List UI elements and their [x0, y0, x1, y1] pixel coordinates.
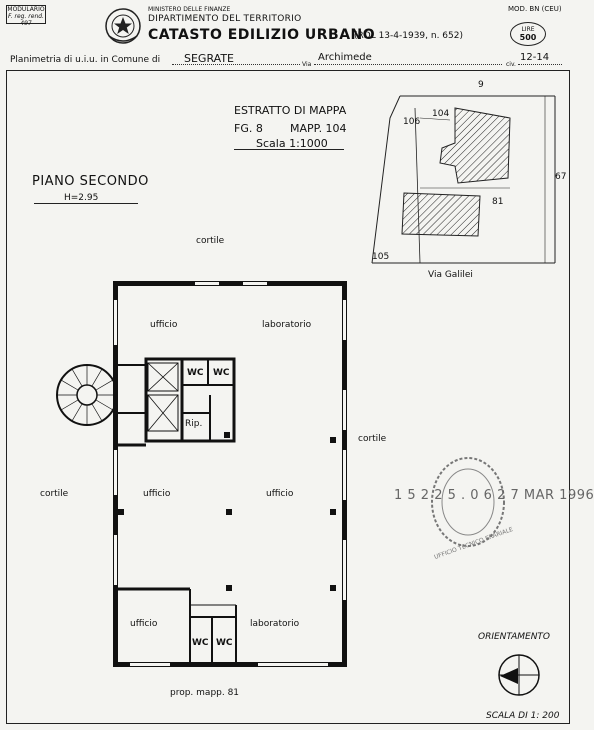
map-extract-sketch [371, 95, 556, 264]
map-scale: Scala 1:1000 [256, 137, 328, 150]
drawing-scale: SCALA DI 1: 200 [486, 711, 560, 721]
orientation-label: ORIENTAMENTO [478, 632, 551, 642]
window-top-1 [195, 281, 219, 286]
spiral-staircase [56, 364, 118, 426]
window-bottom-2 [258, 662, 328, 667]
comune-underline [172, 64, 300, 65]
parcel-9: 9 [478, 80, 484, 90]
floor-height: H=2.95 [64, 193, 99, 203]
modulario-label: MODULARIO [7, 6, 45, 13]
via-label: Via [302, 61, 312, 68]
window-right-2 [342, 390, 347, 430]
north-arrow-icon [498, 654, 540, 696]
label-ufficio-mid-right: ufficio [266, 489, 294, 499]
parcel-105: 105 [372, 252, 390, 262]
stamp-lire-value: 500 [519, 33, 537, 42]
wall-top [113, 281, 347, 286]
ministry-name: MINISTERO DELLE FINANZE [148, 6, 231, 13]
street-via-galilei: Via Galilei [428, 270, 473, 280]
map-mappale: MAPP. 104 [290, 122, 347, 135]
label-ufficio-top: ufficio [150, 320, 178, 330]
wall-bottom [113, 662, 347, 667]
window-top-2 [243, 281, 267, 286]
cadastral-plan-page: MODULARIO F. reg. rend. 497 MINISTERO DE… [6, 5, 594, 724]
window-right-4 [342, 540, 347, 600]
civ-underline [518, 64, 562, 65]
via-value: Archimede [318, 52, 372, 63]
republic-emblem-icon [105, 8, 141, 44]
drawing-frame [6, 70, 570, 724]
label-cortile-top: cortile [196, 236, 225, 246]
model-code: MOD. BN (CEU) [508, 5, 562, 13]
label-wc-3: WC [192, 638, 209, 648]
label-cortile-right: cortile [358, 434, 387, 444]
department-name: DIPARTIMENTO DEL TERRITORIO [148, 14, 302, 24]
registry-title: CATASTO EDILIZIO URBANO [148, 27, 376, 43]
floor-name: PIANO SECONDO [32, 174, 149, 189]
label-neighbor-property: prop. mapp. 81 [170, 688, 240, 698]
parcel-67: 67 [555, 172, 567, 182]
window-right-3 [342, 450, 347, 500]
map-extract-title: ESTRATTO DI MAPPA [234, 104, 347, 117]
decree-reference: (RDL 13-4-1939, n. 652) [354, 31, 463, 41]
window-left-3 [113, 300, 118, 345]
window-left-1 [113, 450, 118, 495]
map-scale-underline [234, 149, 344, 150]
map-foglio: FG. 8 [234, 122, 263, 135]
label-laboratorio-top: laboratorio [262, 320, 312, 330]
floor-plan-interior [115, 357, 336, 664]
parcel-104: 104 [432, 109, 450, 119]
label-ufficio-bottom: ufficio [130, 619, 158, 629]
modulario-box: MODULARIO F. reg. rend. 497 [6, 5, 46, 27]
civ-value: 12-14 [520, 52, 550, 63]
official-stamp [431, 457, 505, 547]
floor-height-underline [34, 203, 138, 204]
window-right-1 [342, 300, 347, 340]
label-cortile-left: cortile [40, 489, 69, 499]
civ-label: civ. [506, 61, 516, 68]
label-ufficio-mid-left: ufficio [143, 489, 171, 499]
planimetria-label: Planimetria di u.i.u. in Comune di [10, 55, 161, 65]
via-underline [314, 64, 502, 65]
label-rip: Rip. [185, 419, 203, 429]
window-left-2 [113, 535, 118, 585]
stamp-date: 1 5 2 2 5 . 0 6 2 7 MAR 1996 [394, 488, 594, 503]
window-bottom-1 [130, 662, 170, 667]
stamp-lire-label: LIRE [521, 26, 535, 33]
modulario-ref: F. reg. rend. 497 [8, 13, 44, 27]
revenue-stamp: LIRE 500 [510, 22, 546, 46]
label-wc-1: WC [187, 368, 204, 378]
parcel-106: 106 [403, 117, 421, 127]
label-wc-4: WC [216, 638, 233, 648]
label-laboratorio-bottom: laboratorio [250, 619, 300, 629]
comune-value: SEGRATE [184, 52, 234, 65]
label-wc-2: WC [213, 368, 230, 378]
parcel-81: 81 [492, 197, 504, 207]
